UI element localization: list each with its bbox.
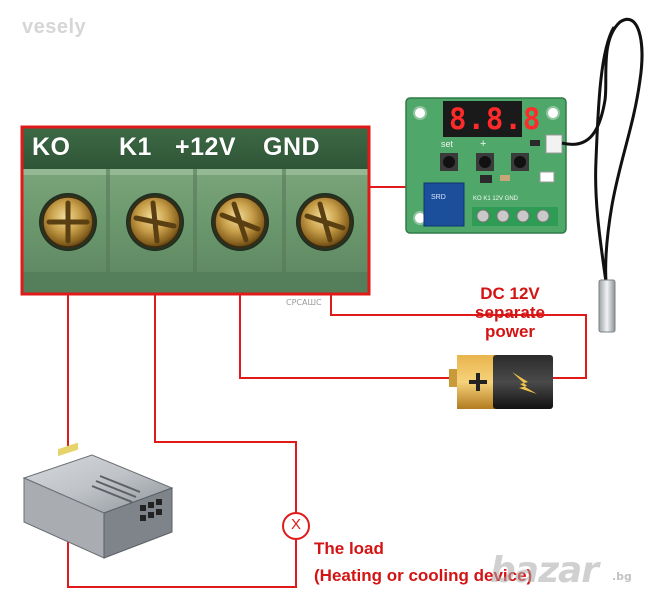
terminal-label-ko: KO — [32, 133, 71, 161]
screw-k1 — [126, 193, 184, 251]
terminal-label-k1: K1 — [119, 133, 152, 161]
watermark-vesely: vesely — [22, 16, 87, 38]
load-title: The load — [314, 539, 384, 558]
module-display-digits: 8.8.8 — [449, 102, 542, 136]
module-relay — [423, 182, 465, 227]
module-button-set-label: set — [441, 139, 454, 149]
screw-ko — [39, 193, 97, 251]
small-mark: СРСАШС — [286, 298, 322, 307]
load-x-symbol: X — [290, 516, 301, 533]
power-supply-unit — [22, 442, 174, 559]
module-display — [443, 101, 522, 137]
wire-12v-battery — [239, 255, 449, 379]
load-symbol — [282, 512, 310, 540]
screw-gnd — [296, 193, 354, 251]
screw-12v — [211, 193, 269, 251]
wire-k1-load — [154, 255, 297, 513]
power-label-separate: separate — [475, 303, 545, 322]
terminal-block — [20, 125, 371, 296]
module-buttons — [440, 153, 529, 171]
module-terminal-labels: KO K1 12V GND — [473, 196, 519, 202]
terminal-label-gnd: GND — [263, 133, 321, 161]
power-label-power: power — [484, 322, 536, 341]
battery-icon — [449, 355, 553, 409]
terminal-label-12v: +12V — [175, 133, 237, 161]
module-terminals — [472, 207, 558, 226]
power-label-dc12v: DC 12V — [480, 284, 540, 303]
watermark-bazar: bazar — [490, 550, 599, 591]
module-button-plus-label: + — [480, 138, 487, 150]
thermostat-module — [405, 97, 567, 234]
module-relay-text: SRD — [431, 194, 446, 201]
load-description: (Heating or cooling device) — [314, 566, 533, 585]
watermark-bazar-suffix: .bg — [612, 570, 632, 583]
wire-load-psu — [67, 540, 297, 588]
temperature-probe — [561, 18, 644, 333]
